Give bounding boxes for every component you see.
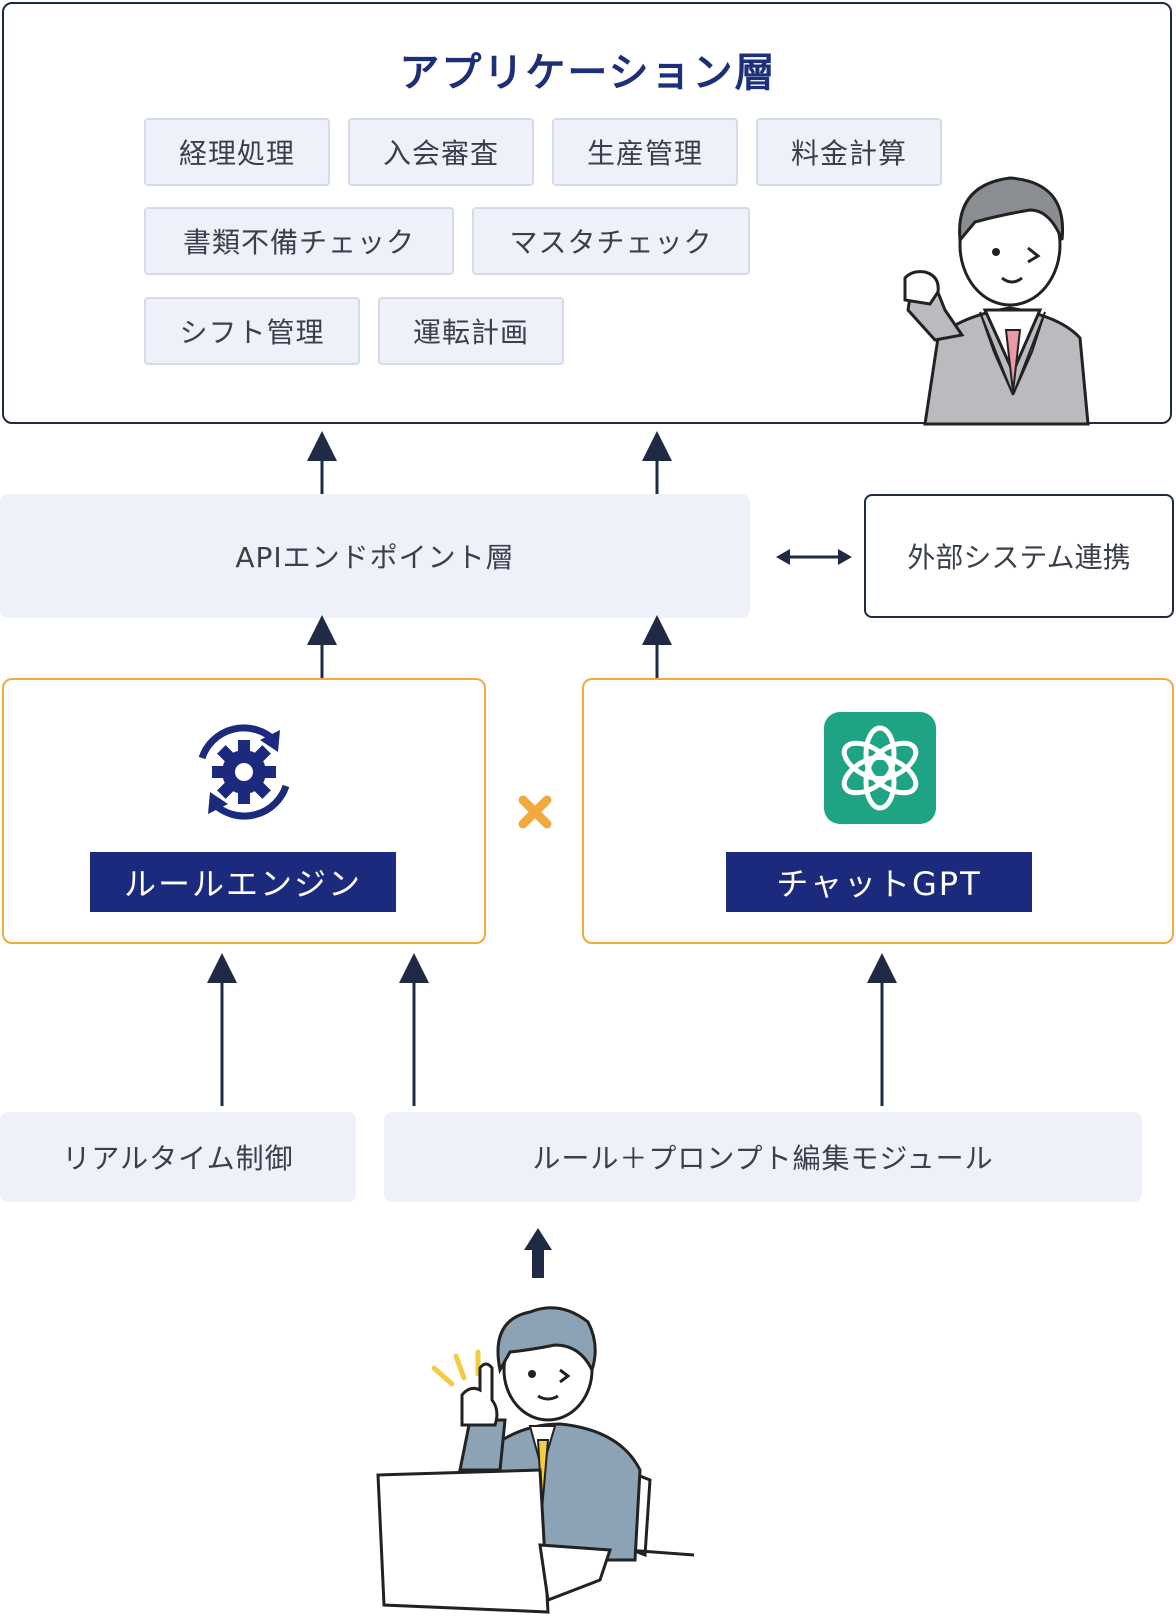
chip-operation-plan: 運転計画: [378, 297, 564, 365]
chip-membership-review: 入会審査: [348, 118, 534, 186]
external-system-box: 外部システム連携: [864, 494, 1174, 618]
chip-accounting: 経理処理: [144, 118, 330, 186]
chip-shift-management: シフト管理: [144, 297, 360, 365]
arrow-developer-to-editor: [524, 1228, 552, 1278]
cross-icon: [518, 795, 552, 829]
chip-fee-calculation: 料金計算: [756, 118, 942, 186]
chip-document-check: 書類不備チェック: [144, 207, 454, 275]
developer-illustration: [376, 1306, 695, 1614]
application-layer-title: アプリケーション層: [399, 50, 777, 96]
rule-prompt-editor-box: ルール＋プロンプト編集モジュール: [384, 1112, 1142, 1202]
chip-production-management: 生産管理: [552, 118, 738, 186]
chip-master-check: マスタチェック: [472, 207, 750, 275]
rule-engine-label: ルールエンジン: [90, 852, 396, 912]
chatgpt-label: チャットGPT: [726, 852, 1032, 912]
api-endpoint-layer: APIエンドポイント層: [0, 494, 750, 618]
realtime-control-box: リアルタイム制御: [0, 1112, 356, 1202]
